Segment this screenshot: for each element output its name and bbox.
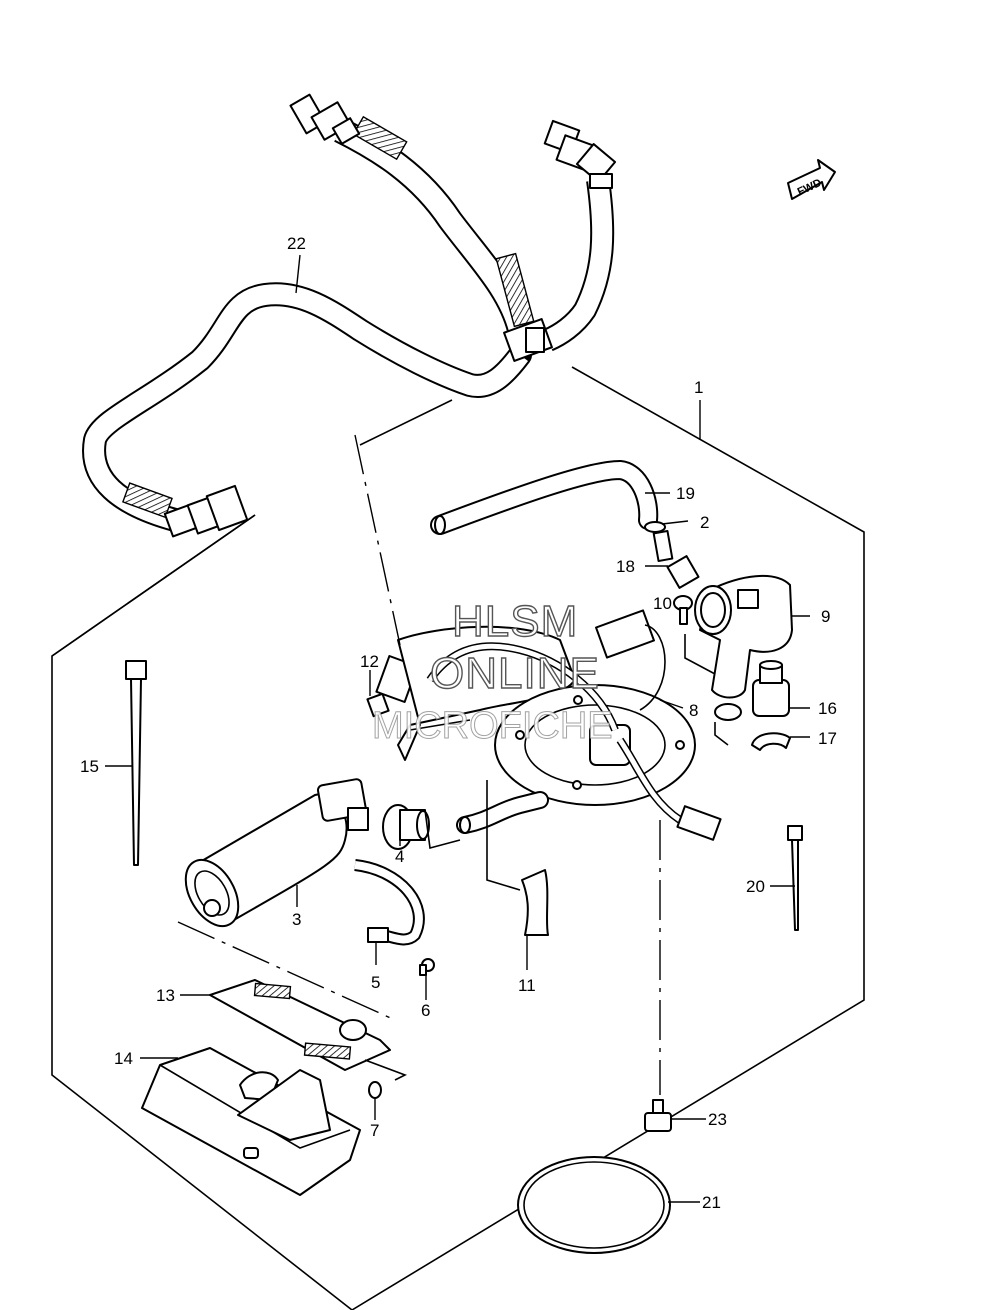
callout-12: 12 — [360, 652, 379, 671]
part-9-housing — [694, 574, 793, 699]
part-4-grommet — [382, 804, 430, 850]
watermark: HLSM ONLINE MICROFICHE — [372, 596, 614, 747]
watermark-line-2: ONLINE — [430, 649, 600, 698]
callout-5: 5 — [371, 973, 380, 992]
hose-connector-left — [289, 93, 361, 145]
part-7-washer — [368, 1081, 382, 1099]
callout-labels: 1 2 3 4 5 6 7 8 9 10 11 12 13 14 15 16 1… — [80, 234, 837, 1212]
alignment-lines — [177, 434, 729, 1095]
callout-23: 23 — [708, 1110, 727, 1129]
callout-3: 3 — [292, 910, 301, 929]
part-10-screw — [673, 595, 693, 625]
part-11-cushion — [521, 869, 549, 936]
part-16-fitting — [752, 660, 790, 717]
callout-10: 10 — [653, 594, 672, 613]
part-15-cable-tie — [125, 660, 147, 866]
part-22-fuel-hose — [82, 93, 617, 538]
callout-11: 11 — [518, 976, 536, 995]
hose-connector-right — [543, 119, 617, 189]
callout-1: 1 — [694, 378, 703, 397]
callout-13: 13 — [156, 986, 175, 1005]
leader-lines — [105, 254, 810, 1203]
callout-15: 15 — [80, 757, 99, 776]
part-18-nipple — [652, 529, 700, 589]
part-17-clip — [751, 732, 791, 751]
hose-connector-bottom — [163, 484, 249, 538]
callout-8: 8 — [689, 701, 698, 720]
callout-17: 17 — [818, 729, 837, 748]
fuel-outlet-pipe — [456, 791, 549, 834]
part-6-screw — [419, 958, 435, 976]
wiring-harness — [426, 609, 722, 841]
callout-7: 7 — [370, 1121, 379, 1140]
callout-21: 21 — [702, 1193, 721, 1212]
callout-18: 18 — [616, 557, 635, 576]
watermark-line-3: MICROFICHE — [372, 705, 613, 747]
part-14-filter-case — [141, 1047, 361, 1196]
callout-6: 6 — [421, 1001, 430, 1020]
fwd-arrow-icon: FWD — [787, 159, 836, 200]
callout-9: 9 — [821, 607, 830, 626]
callout-20: 20 — [746, 877, 765, 896]
part-19-hose — [430, 459, 659, 535]
callout-22: 22 — [287, 234, 306, 253]
callout-16: 16 — [818, 699, 837, 718]
part-5-band — [354, 859, 425, 946]
callout-14: 14 — [114, 1049, 133, 1068]
callout-2: 2 — [700, 513, 709, 532]
part-2-clip — [644, 521, 666, 533]
callout-4: 4 — [395, 847, 404, 866]
part-21-gasket — [517, 1156, 671, 1254]
part-20-cable-tie — [787, 825, 803, 931]
part-3-fuel-pump — [184, 778, 369, 928]
part-13-filter — [209, 979, 391, 1071]
assembly-outline — [51, 366, 865, 1310]
callout-19: 19 — [676, 484, 695, 503]
watermark-line-1: HLSM — [452, 597, 578, 646]
part-23-bolt — [644, 1099, 672, 1132]
part-8-o-ring — [714, 703, 742, 721]
